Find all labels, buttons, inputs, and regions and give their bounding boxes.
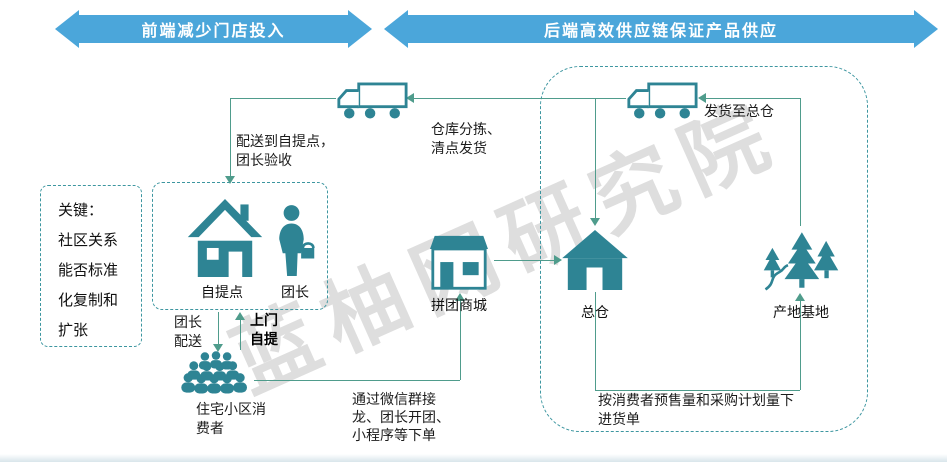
- group-leader-icon: [279, 205, 315, 276]
- connector-self-pickup: [240, 319, 241, 350]
- label-ship-to-warehouse: 发货至总仓: [704, 102, 774, 121]
- arrowhead-down-icon: [213, 344, 223, 352]
- label-warehouse-sorting: 仓库分拣、 清点发货: [431, 120, 501, 158]
- label-line: 按消费者预售量和采购计划量下: [598, 392, 794, 408]
- connector-truck-to-warehouse: [595, 98, 596, 218]
- label-line: 配送到自提点，: [236, 133, 334, 149]
- truck-icon: [627, 82, 698, 119]
- label-line: 配送: [174, 333, 202, 349]
- label-line: 进货单: [598, 411, 640, 427]
- arrowhead-up-icon: [455, 293, 465, 301]
- arrowhead-down-icon: [225, 176, 235, 184]
- pickup-point-box: [152, 182, 328, 310]
- truck-icon: [337, 82, 408, 119]
- banner-front-shaft: 前端减少门店投入: [79, 15, 348, 43]
- label-deliver-to-pickup: 配送到自提点， 团长验收: [236, 132, 334, 170]
- key-line: 化复制和: [58, 292, 119, 309]
- connector-consumers-to-mall: [254, 380, 460, 381]
- banner-back-end: 后端高效供应链保证产品供应: [384, 10, 938, 48]
- banner-back-label: 后端高效供应链保证产品供应: [543, 23, 778, 40]
- label-line: 小程序等下单: [352, 427, 436, 443]
- banner-front-end: 前端减少门店投入: [55, 10, 372, 48]
- bottom-fade-strip: [0, 454, 947, 462]
- connector-truck-to-pickup: [230, 98, 231, 178]
- warehouse-icon: [562, 230, 628, 290]
- arrowhead-down-icon: [590, 218, 600, 226]
- key-line: 扩张: [58, 322, 89, 339]
- connector-consumers-to-mall: [460, 300, 461, 380]
- label-self-pickup: 上门 自提: [250, 311, 278, 349]
- consumers-crowd-icon: [181, 351, 248, 394]
- label-line: 费者: [196, 420, 224, 436]
- pickup-house-icon: [187, 199, 263, 277]
- key-line: 社区关系: [58, 232, 119, 249]
- key-line: 关键：: [58, 202, 104, 219]
- mall-storefront-icon: [430, 235, 488, 290]
- arrowhead-left-icon: [698, 93, 706, 103]
- connector-warehouse-to-base: [595, 390, 800, 391]
- label-line: 上门: [250, 312, 278, 328]
- arrowhead-up-icon: [235, 312, 245, 320]
- backend-supply-box: [540, 66, 868, 432]
- label-leader-delivery: 团长 配送: [174, 313, 202, 351]
- connector-mall-to-warehouse: [494, 260, 554, 261]
- key-factors-text: 关键： 社区关系 能否标准 化复制和 扩张: [58, 196, 118, 346]
- key-line: 能否标准: [58, 262, 119, 279]
- label-leader: 团长: [281, 284, 309, 300]
- label-pickup-point: 自提点: [201, 284, 243, 300]
- arrowhead-left-icon: [406, 93, 414, 103]
- connector-base-up: [800, 98, 801, 226]
- label-line: 通过微信群接: [352, 391, 436, 407]
- banner-arrowhead-left-icon: [384, 10, 408, 48]
- label-line: 团长验收: [236, 152, 292, 168]
- banner-back-shaft: 后端高效供应链保证产品供应: [408, 15, 914, 43]
- label-purchase-order: 按消费者预售量和采购计划量下 进货单: [598, 391, 794, 429]
- key-factors-box: [40, 185, 142, 347]
- label-order-channel: 通过微信群接 龙、团长开团、 小程序等下单: [352, 390, 450, 444]
- label-line: 住宅小区消: [196, 401, 266, 417]
- banner-arrowhead-right-icon: [348, 10, 372, 48]
- label-line: 清点发货: [431, 140, 487, 156]
- label-line: 仓库分拣、: [431, 121, 501, 137]
- label-line: 发货至总仓: [704, 103, 774, 119]
- connector-warehouse-to-truck: [413, 98, 626, 99]
- connector-warehouse-to-base: [800, 300, 801, 390]
- connector-truck-to-pickup: [230, 98, 336, 99]
- arrowhead-up-icon: [795, 293, 805, 301]
- label-line: 自提: [250, 331, 278, 347]
- label-line: 团长: [174, 314, 202, 330]
- arrowhead-right-icon: [554, 255, 562, 265]
- connector-base-to-truck: [705, 98, 800, 99]
- label-warehouse: 总仓: [581, 304, 609, 320]
- connector-warehouse-to-base: [595, 292, 596, 390]
- banner-arrowhead-left-icon: [55, 10, 79, 48]
- label-consumers: 住宅小区消 费者: [196, 400, 266, 438]
- label-line: 龙、团长开团、: [352, 409, 450, 425]
- label-base: 产地基地: [773, 304, 829, 320]
- production-base-trees-icon: [763, 232, 839, 291]
- label-mall: 拼团商城: [431, 297, 487, 313]
- connector-leader-delivery: [218, 312, 219, 346]
- banner-arrowhead-right-icon: [914, 10, 938, 48]
- banner-front-label: 前端减少门店投入: [141, 23, 286, 40]
